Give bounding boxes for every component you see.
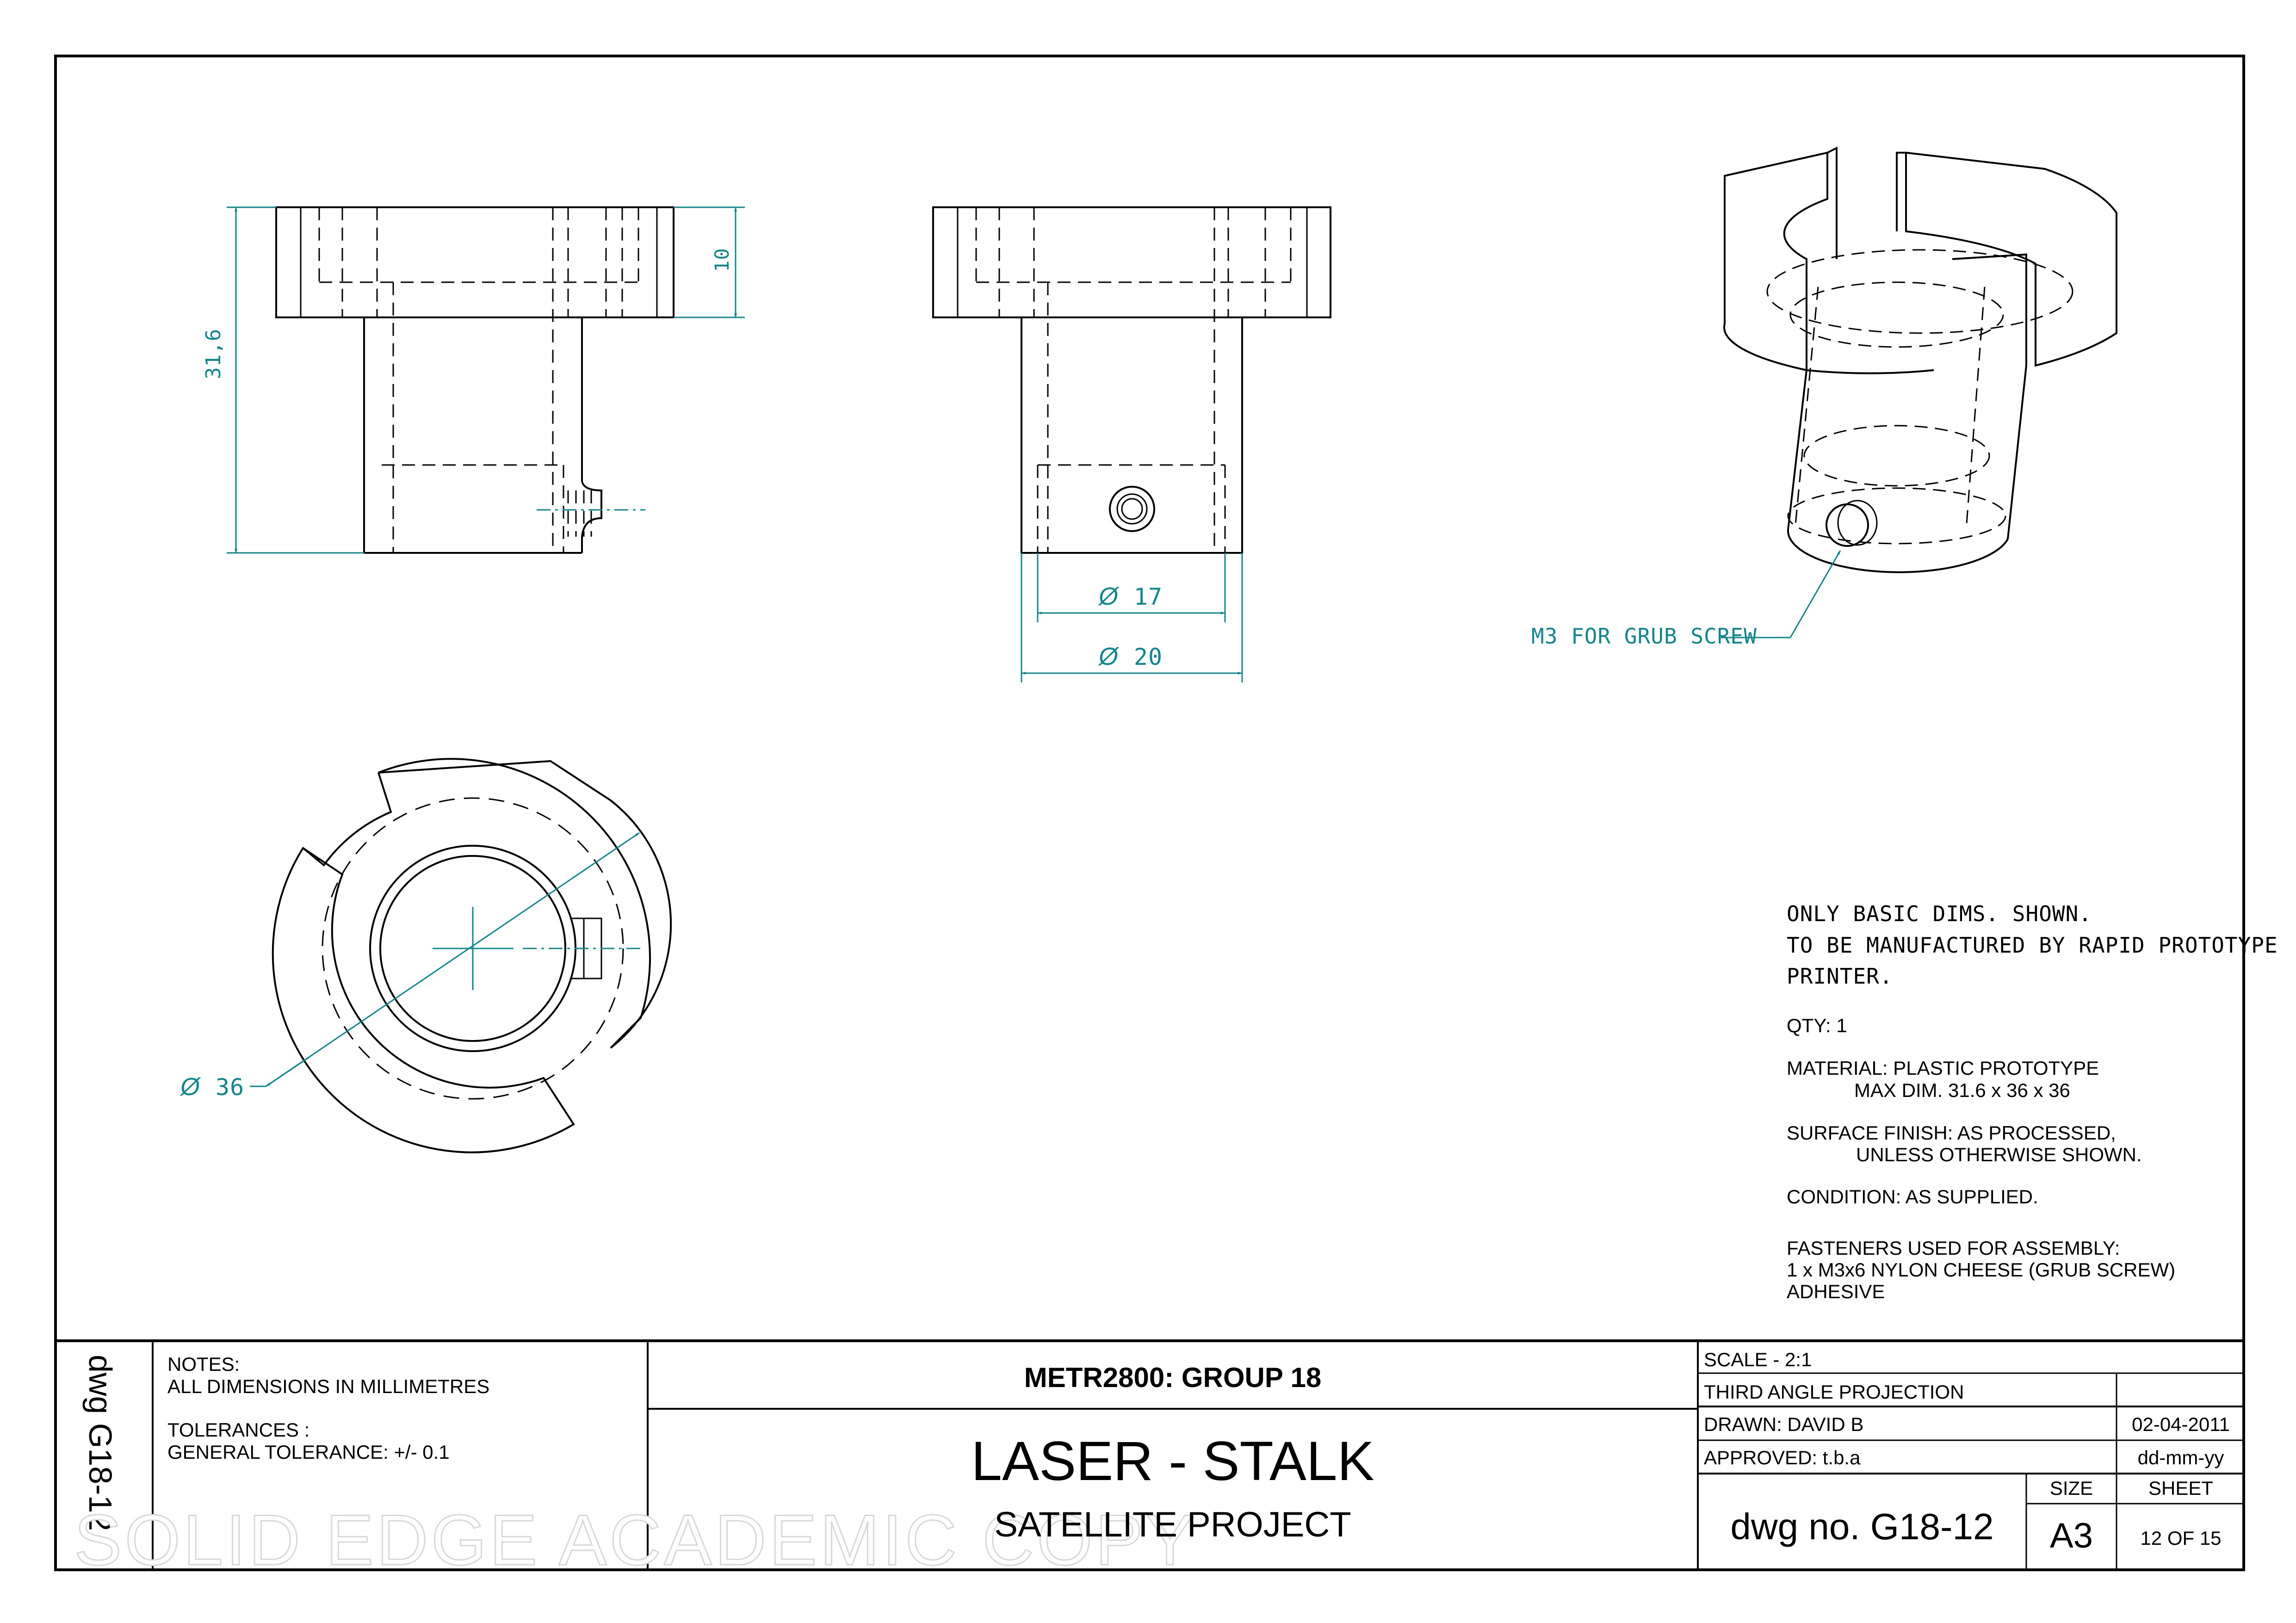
sheet-label: SHEET xyxy=(2148,1477,2214,1499)
note-printer: PRINTER. xyxy=(1787,964,1893,989)
spec-fasteners: FASTENERS USED FOR ASSEMBLY: xyxy=(1787,1237,2120,1259)
front-view-dimensions xyxy=(227,206,745,554)
dim-dia-17: Ø 17 xyxy=(1099,584,1163,609)
isometric-view xyxy=(1723,146,2117,573)
sheet-number: 12 OF 15 xyxy=(2140,1527,2222,1549)
approved-date: dd-mm-yy xyxy=(2137,1447,2224,1468)
top-view-dimensions xyxy=(250,832,640,1087)
scale-label: SCALE - 2:1 xyxy=(1704,1349,1812,1370)
drawn-date: 02-04-2011 xyxy=(2132,1413,2230,1435)
dwg-number: dwg no. G18-12 xyxy=(1730,1506,1994,1547)
diameter-symbol: Ø xyxy=(1099,643,1119,670)
notes-units: ALL DIMENSIONS IN MILLIMETRES xyxy=(167,1375,490,1397)
tolerances-title: TOLERANCES : xyxy=(167,1419,310,1441)
grub-screw-leader xyxy=(1721,550,1841,638)
group-label: METR2800: GROUP 18 xyxy=(1024,1362,1322,1393)
spec-adhesive: ADHESIVE xyxy=(1787,1281,1885,1302)
diameter-symbol: Ø xyxy=(1099,582,1119,610)
drawing-frame xyxy=(54,55,2245,1571)
spec-material: MATERIAL: PLASTIC PROTOTYPE xyxy=(1787,1057,2099,1079)
title-block-lines xyxy=(54,1339,2245,1571)
note-rapid-prototype: TO BE MANUFACTURED BY RAPID PROTOTYPE xyxy=(1787,933,2278,958)
dim-dia-36: Ø 36 xyxy=(180,1074,244,1099)
spec-condition: CONDITION: AS SUPPLIED. xyxy=(1787,1186,2038,1208)
drawn-by: DRAWN: DAVID B xyxy=(1704,1413,1864,1435)
dim-dia-20: Ø 20 xyxy=(1099,644,1163,669)
size-label: SIZE xyxy=(2049,1477,2093,1499)
paper-size: A3 xyxy=(2050,1516,2093,1555)
spec-max-dim: MAX DIM. 31.6 x 36 x 36 xyxy=(1854,1079,2070,1101)
spec-surface-finish: SURFACE FINISH: AS PROCESSED, xyxy=(1787,1122,2116,1144)
grub-screw-callout: M3 FOR GRUB SCREW xyxy=(1531,624,1757,649)
notes-title: NOTES: xyxy=(167,1353,240,1375)
side-view xyxy=(932,206,1331,554)
dim-dia-36-value: 36 xyxy=(215,1074,245,1101)
dim-height-31-6: 31,6 xyxy=(202,328,225,379)
approved-by: APPROVED: t.b.a xyxy=(1704,1447,1861,1468)
diameter-symbol: Ø xyxy=(180,1073,200,1101)
watermark: SOLID EDGE ACADEMIC COPY xyxy=(73,1499,1197,1581)
note-basic-dims: ONLY BASIC DIMS. SHOWN. xyxy=(1787,901,2092,926)
tolerances-general: GENERAL TOLERANCE: +/- 0.1 xyxy=(167,1441,450,1463)
spec-finish-unless: UNLESS OTHERWISE SHOWN. xyxy=(1856,1144,2142,1165)
spec-qty: QTY: 1 xyxy=(1787,1015,1847,1036)
dim-height-10: 10 xyxy=(711,248,733,272)
side-view-dimensions xyxy=(1021,553,1243,682)
spec-grub-screw: 1 x M3x6 NYLON CHEESE (GRUB SCREW) xyxy=(1787,1259,2176,1281)
top-view xyxy=(272,758,672,1153)
dim-dia-20-value: 20 xyxy=(1133,644,1163,670)
drawing-title: LASER - STALK xyxy=(971,1430,1374,1492)
projection-label: THIRD ANGLE PROJECTION xyxy=(1704,1381,1964,1403)
front-view xyxy=(275,206,675,554)
drawing-subtitle: SATELLITE PROJECT xyxy=(994,1505,1351,1544)
dim-dia-17-value: 17 xyxy=(1133,583,1163,610)
